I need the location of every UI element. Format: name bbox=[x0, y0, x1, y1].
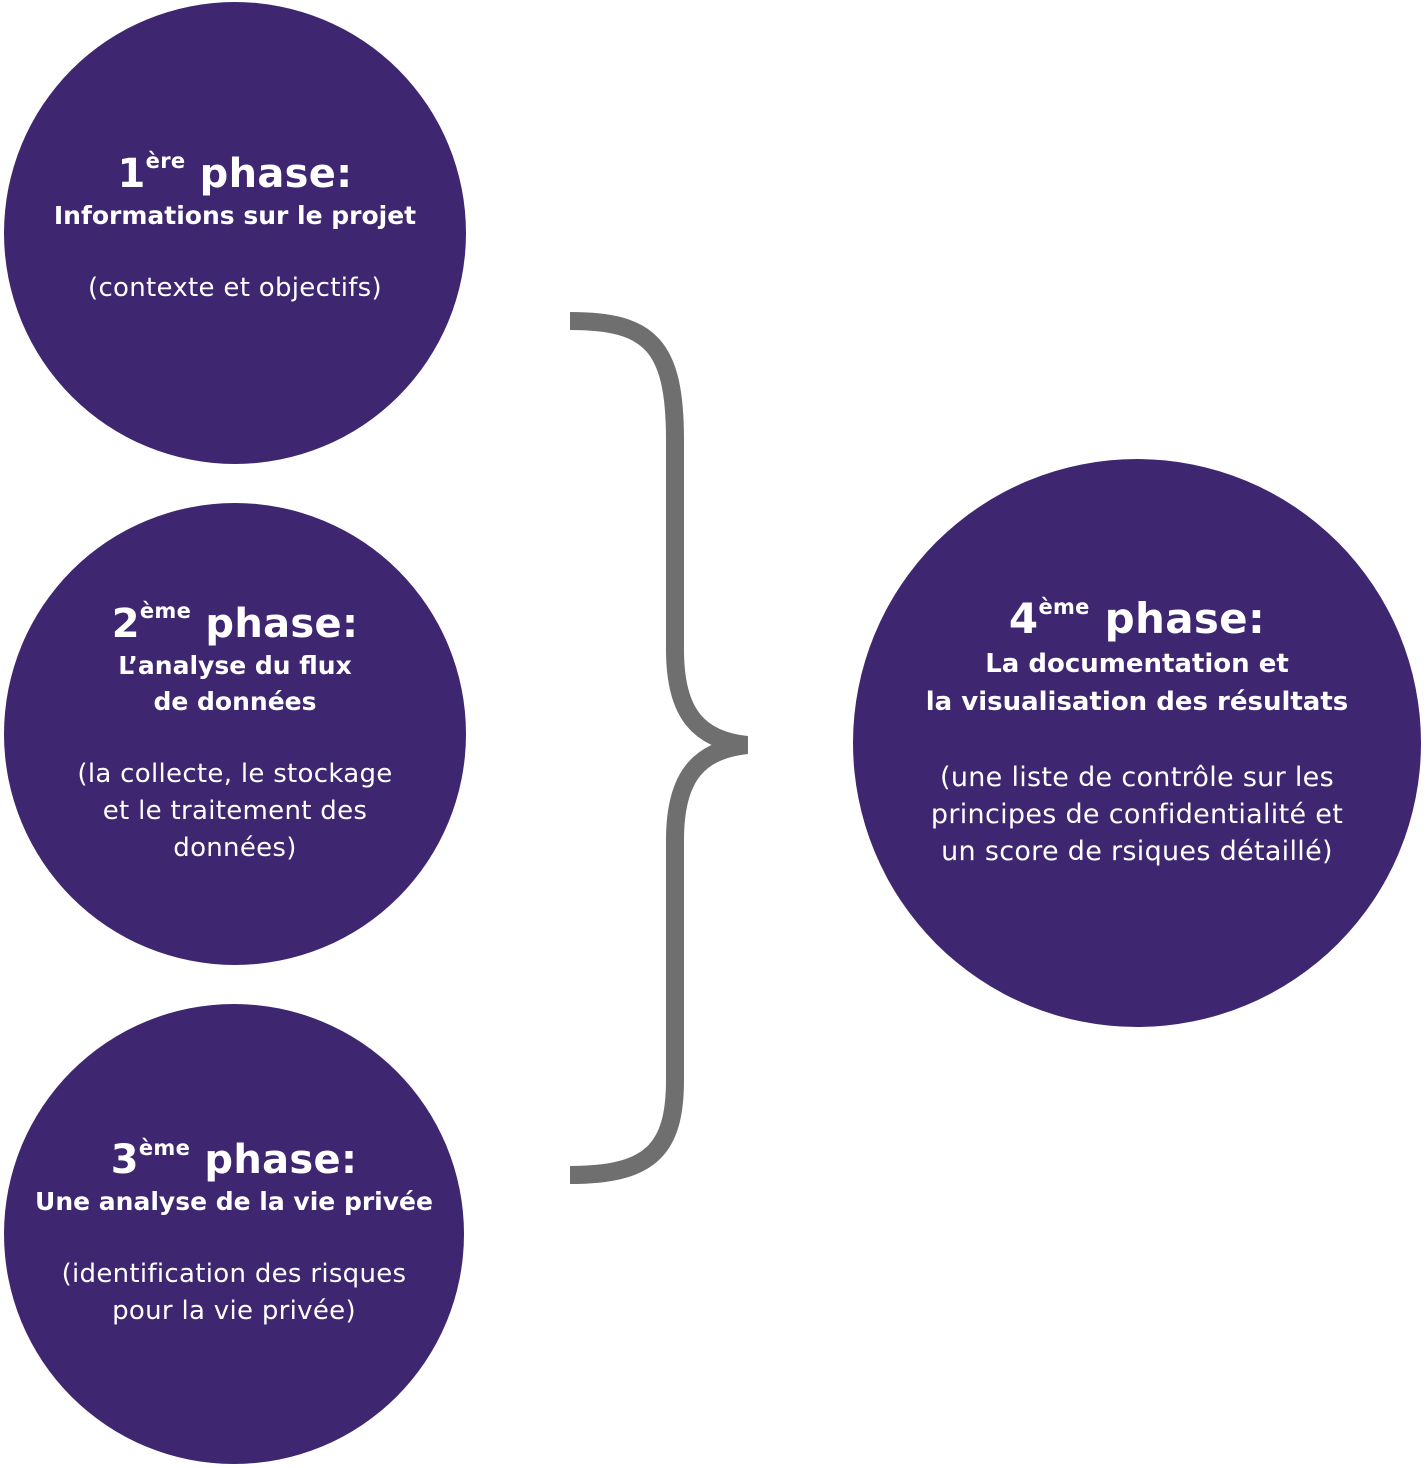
phase-3-label: phase: bbox=[204, 1137, 358, 1183]
phase-4-number: 4 bbox=[1008, 594, 1039, 644]
phase-4-label: phase: bbox=[1104, 594, 1266, 644]
phase-3-description: (identification des risques pour la vie … bbox=[61, 1259, 407, 1326]
brace-path bbox=[569, 312, 749, 1184]
phase-4-ordinal-suffix: ème bbox=[1038, 595, 1090, 620]
phase-1-circle: 1ère phase: Informations sur le projet (… bbox=[4, 2, 466, 464]
phase-4-circle: 4ème phase: La documentation et la visua… bbox=[853, 459, 1421, 1027]
phase-2-description: (la collecte, le stockage et le traiteme… bbox=[77, 758, 393, 863]
phase-3-circle: 3ème phase: Une analyse de la vie privée… bbox=[4, 1004, 464, 1464]
phase-3-heading: 3ème phase: bbox=[110, 1135, 358, 1183]
phase-2-subtitle: L’analyse du flux de données bbox=[118, 650, 352, 716]
phase-4-subtitle: La documentation et la visualisation des… bbox=[925, 648, 1349, 717]
phase-2-number: 2 bbox=[111, 600, 140, 647]
phase-4-heading: 4ème phase: bbox=[1009, 596, 1265, 642]
phase-1-number: 1 bbox=[117, 150, 146, 197]
phase-2-circle: 2ème phase: L’analyse du flux de données… bbox=[4, 503, 466, 965]
phase-2-heading: 2ème phase: bbox=[111, 599, 359, 647]
phase-1-ordinal-suffix: ère bbox=[145, 149, 186, 174]
phase-3-ordinal-suffix: ème bbox=[138, 1135, 191, 1160]
phase-4-description: (une liste de contrôle sur les principes… bbox=[930, 761, 1344, 867]
phase-1-label: phase: bbox=[199, 150, 353, 197]
phase-2-ordinal-suffix: ème bbox=[139, 599, 192, 624]
phase-2-label: phase: bbox=[205, 600, 359, 647]
phase-1-subtitle: Informations sur le projet bbox=[53, 200, 417, 230]
phase-1-description: (contexte et objectifs) bbox=[88, 272, 382, 303]
phase-1-heading: 1ère phase: bbox=[117, 149, 353, 197]
phase-3-number: 3 bbox=[110, 1137, 139, 1183]
phase-3-subtitle: Une analyse de la vie privée bbox=[35, 1187, 433, 1216]
